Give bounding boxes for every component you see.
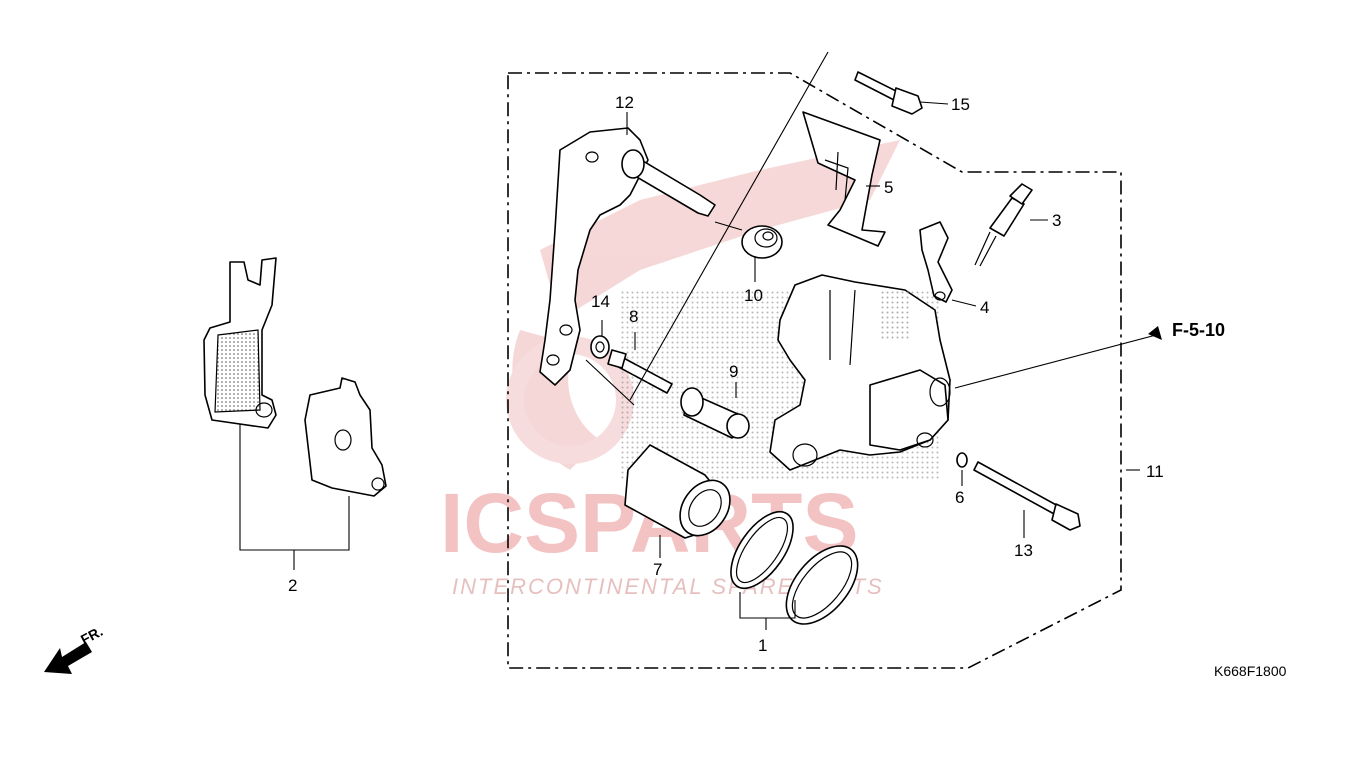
- callouts: 1 2 3 4 5 6 7 8 9 10 11 12 13 14 15: [288, 93, 1164, 655]
- part-15-bolt: [854, 71, 923, 115]
- part-9-sleeve: [680, 387, 750, 439]
- callout-7: 7: [653, 560, 662, 579]
- part-12-bracket: [539, 127, 716, 386]
- callout-1: 1: [758, 636, 767, 655]
- part-2-brake-pads: [203, 257, 387, 497]
- callout-13: 13: [1014, 541, 1033, 560]
- reference-arrowhead: [1148, 326, 1162, 340]
- diagram-code: K668F1800: [1214, 663, 1287, 679]
- part-4-clip: [919, 221, 953, 303]
- front-direction-arrow: FR.: [44, 623, 105, 674]
- callout-10: 10: [744, 286, 763, 305]
- part-8-pin: [607, 349, 673, 394]
- front-direction-label: FR.: [78, 623, 105, 648]
- callout-2: 2: [288, 576, 297, 595]
- part-13-hanger-pin: [973, 461, 1081, 531]
- part-6-oring: [956, 452, 968, 468]
- part-7-piston: [624, 444, 731, 539]
- callout-9: 9: [729, 362, 738, 381]
- callout-6: 6: [955, 488, 964, 507]
- part-11-caliper-body: [769, 274, 951, 471]
- part-1-seals: [730, 511, 859, 625]
- reference-label: F-5-10: [1172, 320, 1225, 340]
- callout-11: 11: [1146, 462, 1164, 481]
- part-10-boot: [741, 225, 783, 259]
- callout-14: 14: [591, 292, 610, 311]
- callout-4: 4: [980, 298, 989, 317]
- part-14-washer: [590, 335, 610, 359]
- callout-3: 3: [1052, 211, 1061, 230]
- leader-lines: [239, 51, 1157, 630]
- callout-5: 5: [884, 178, 893, 197]
- part-3-bleeder: [974, 183, 1033, 267]
- part-5-pad-spring: [802, 111, 886, 247]
- callout-15: 15: [951, 95, 970, 114]
- assembly-boundary: [507, 72, 1122, 669]
- callout-12: 12: [615, 93, 634, 112]
- callout-8: 8: [629, 307, 638, 326]
